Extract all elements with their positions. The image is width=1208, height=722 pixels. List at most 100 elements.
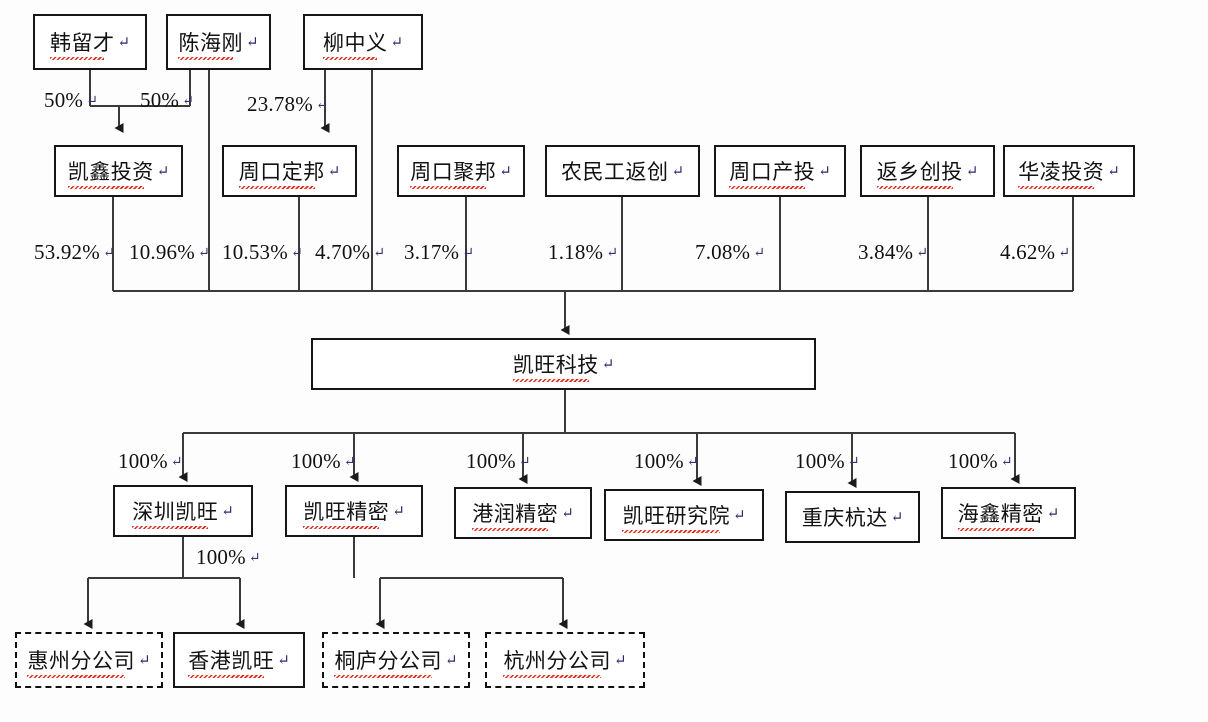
pilcrow-mark: ↵ xyxy=(327,163,341,180)
node-hongkong[interactable]: 香港凯旺↵ xyxy=(173,632,305,688)
pilcrow-mark: ↵ xyxy=(137,652,151,669)
edge-label-kaixin-to-company: 53.92%↵ xyxy=(34,240,115,265)
pilcrow-mark: ↵ xyxy=(182,94,195,109)
edge-label-text: 100% xyxy=(466,449,516,473)
node-gangrun[interactable]: 港润精密↵ xyxy=(454,487,592,539)
pilcrow-mark: ↵ xyxy=(686,455,699,470)
edge-label-company-to-hangda: 100%↵ xyxy=(795,449,860,474)
edge-label-text: 4.70% xyxy=(315,240,371,264)
edge-label-text: 7.08% xyxy=(695,240,751,264)
node-shenzhen[interactable]: 深圳凯旺↵ xyxy=(113,485,253,537)
node-label-fanxiang: 返乡创投 xyxy=(876,156,963,189)
node-huizhou[interactable]: 惠州分公司↵ xyxy=(15,632,163,688)
node-fanxiang[interactable]: 返乡创投↵ xyxy=(860,145,995,197)
pilcrow-mark: ↵ xyxy=(1107,163,1120,180)
node-label-huizhou: 惠州分公司 xyxy=(27,645,135,678)
pilcrow-mark: ↵ xyxy=(156,163,170,180)
node-hualing[interactable]: 华凌投资↵ xyxy=(1003,145,1135,197)
edge-label-han-to-kaixin: 50%↵ xyxy=(44,88,98,113)
pilcrow-mark: ↵ xyxy=(601,356,615,373)
edge-label-text: 4.62% xyxy=(1000,240,1056,264)
pilcrow-mark: ↵ xyxy=(732,507,746,524)
pilcrow-mark: ↵ xyxy=(890,509,904,526)
pilcrow-mark: ↵ xyxy=(197,246,210,261)
pilcrow-mark: ↵ xyxy=(818,163,831,180)
pilcrow-mark: ↵ xyxy=(1046,505,1060,522)
edge-label-company-to-haixin: 100%↵ xyxy=(948,449,1013,474)
pilcrow-mark: ↵ xyxy=(170,455,183,470)
node-label-hangda: 重庆杭达 xyxy=(801,505,888,530)
pilcrow-mark: ↵ xyxy=(290,246,303,261)
edge-label-company-to-shenzhen: 100%↵ xyxy=(118,449,183,474)
pilcrow-mark: ↵ xyxy=(102,246,115,261)
pilcrow-mark: ↵ xyxy=(117,34,131,51)
node-label-nongmingong: 农民工返创 xyxy=(560,159,669,184)
pilcrow-mark: ↵ xyxy=(518,455,531,470)
edge-label-company-to-jingmi: 100%↵ xyxy=(291,449,356,474)
pilcrow-mark: ↵ xyxy=(221,503,234,520)
edge-label-jubang-to-company: 3.17%↵ xyxy=(404,240,474,265)
node-yanjiuyuan[interactable]: 凯旺研究院↵ xyxy=(604,489,764,541)
edge-label-hualing-to-company: 4.62%↵ xyxy=(1000,240,1070,265)
edge-label-text: 100% xyxy=(948,449,998,473)
pilcrow-mark: ↵ xyxy=(916,246,929,261)
pilcrow-mark: ↵ xyxy=(499,163,512,180)
node-dingbang[interactable]: 周口定邦↵ xyxy=(222,145,357,197)
pilcrow-mark: ↵ xyxy=(373,246,386,261)
node-label-dingbang: 周口定邦 xyxy=(238,156,325,189)
node-jingmi[interactable]: 凯旺精密↵ xyxy=(285,485,423,537)
node-kaixin[interactable]: 凯鑫投资↵ xyxy=(54,145,183,197)
pilcrow-mark: ↵ xyxy=(390,34,404,51)
edge-label-nongmingong-to-company: 1.18%↵ xyxy=(548,240,618,265)
edge-label-company-to-yanjiuyuan: 100%↵ xyxy=(634,449,699,474)
pilcrow-mark: ↵ xyxy=(613,652,627,669)
pilcrow-mark: ↵ xyxy=(392,503,405,520)
edge-label-text: 50% xyxy=(44,88,84,112)
edge-label-liu-to-dingbang: 23.78%↵ xyxy=(247,92,328,117)
node-hangda[interactable]: 重庆杭达↵ xyxy=(785,491,920,543)
pilcrow-mark: ↵ xyxy=(245,34,259,51)
edge-label-chen-to-company: 10.96%↵ xyxy=(129,240,210,265)
pilcrow-mark: ↵ xyxy=(1000,455,1013,470)
edge-label-text: 3.17% xyxy=(404,240,460,264)
node-label-shenzhen: 深圳凯旺 xyxy=(132,496,218,529)
node-label-kaixin: 凯鑫投资 xyxy=(67,156,154,189)
edge-label-text: 50% xyxy=(140,88,180,112)
pilcrow-mark: ↵ xyxy=(277,652,290,669)
edge-label-text: 100% xyxy=(795,449,845,473)
node-tonglu[interactable]: 桐庐分公司↵ xyxy=(322,632,470,688)
node-label-haixin: 海鑫精密 xyxy=(957,498,1044,531)
node-hangzhou[interactable]: 杭州分公司↵ xyxy=(485,632,645,688)
node-jubang[interactable]: 周口聚邦↵ xyxy=(397,145,525,197)
edge-label-text: 3.84% xyxy=(858,240,914,264)
node-label-kaiwang: 凯旺科技 xyxy=(512,349,599,382)
pilcrow-mark: ↵ xyxy=(753,246,766,261)
edge-label-shenzhen-to-branches: 100%↵ xyxy=(196,545,261,570)
node-chantou[interactable]: 周口产投↵ xyxy=(714,145,846,197)
edge-label-text: 10.96% xyxy=(129,240,195,264)
edge-label-text: 23.78% xyxy=(247,92,313,116)
node-label-jingmi: 凯旺精密 xyxy=(303,496,389,529)
node-label-jubang: 周口聚邦 xyxy=(410,156,496,189)
pilcrow-mark: ↵ xyxy=(1058,246,1071,261)
node-kaiwang[interactable]: 凯旺科技↵ xyxy=(311,338,816,390)
pilcrow-mark: ↵ xyxy=(561,505,574,522)
edge-label-text: 1.18% xyxy=(548,240,604,264)
node-label-tonglu: 桐庐分公司 xyxy=(334,645,442,678)
pilcrow-mark: ↵ xyxy=(671,163,685,180)
edge-label-text: 10.53% xyxy=(222,240,288,264)
pilcrow-mark: ↵ xyxy=(462,246,475,261)
node-chen[interactable]: 陈海刚↵ xyxy=(166,14,271,70)
pilcrow-mark: ↵ xyxy=(847,455,860,470)
pilcrow-mark: ↵ xyxy=(248,551,261,566)
node-nongmingong[interactable]: 农民工返创↵ xyxy=(545,145,700,197)
node-haixin[interactable]: 海鑫精密↵ xyxy=(941,487,1076,539)
pilcrow-mark: ↵ xyxy=(606,246,619,261)
pilcrow-mark: ↵ xyxy=(965,163,979,180)
node-liu[interactable]: 柳中义↵ xyxy=(303,14,423,70)
edge-label-dingbang-to-company: 10.53%↵ xyxy=(222,240,303,265)
edge-label-fanxiang-to-company: 3.84%↵ xyxy=(858,240,928,265)
node-han[interactable]: 韩留才↵ xyxy=(33,14,147,70)
node-label-liu: 柳中义 xyxy=(322,27,388,60)
